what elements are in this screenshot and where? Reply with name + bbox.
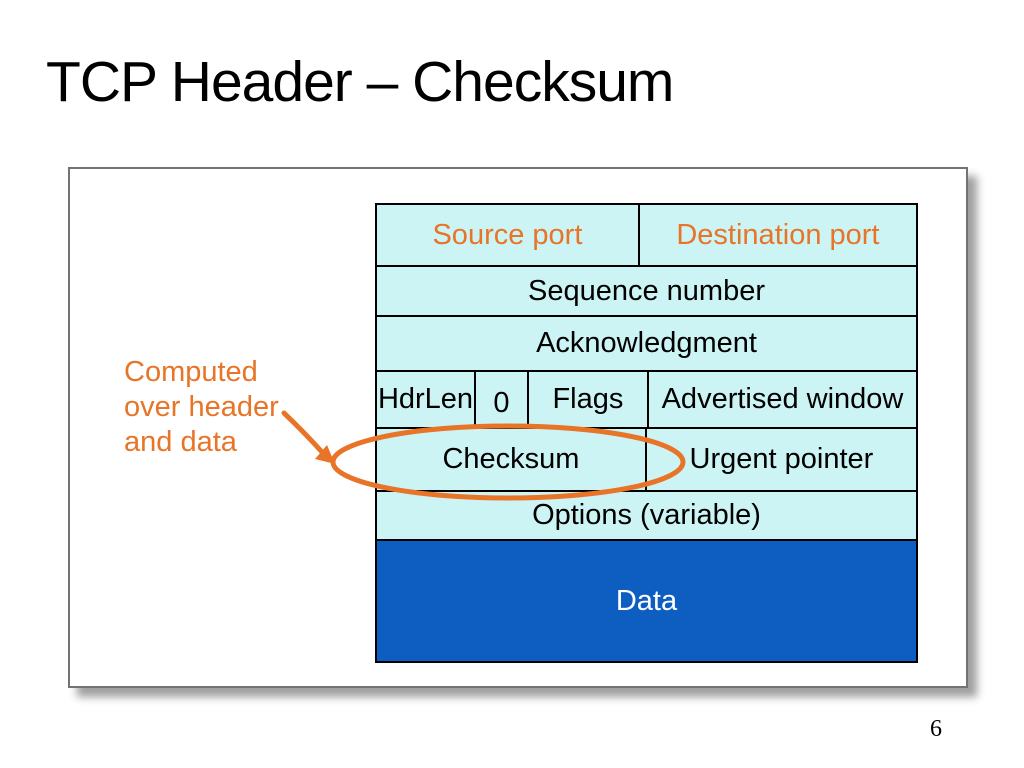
field-urgent-pointer: Urgent pointer [644,429,916,490]
field-flags: Flags [526,372,647,427]
field-data: Data [615,584,678,617]
table-row: Source port Destination port [377,205,916,265]
field-zero: 0 [474,372,527,427]
page-number: 6 [930,716,942,742]
field-checksum: Checksum [442,443,580,475]
field-options: Options (variable) [532,499,761,531]
annotation-line-3: and data [124,426,237,458]
field-source-port: Source port [432,218,583,251]
tcp-header-diagram: Source port Destination port Sequence nu… [375,203,918,663]
field-acknowledgment: Acknowledgment [536,327,757,359]
table-row: Acknowledgment [377,315,916,370]
field-sequence-number: Sequence number [528,274,765,307]
page-title: TCP Header – Checksum [46,50,674,114]
field-destination-port: Destination port [637,205,916,265]
annotation-line-2: over header [124,391,279,423]
table-row: HdrLen 0 Flags Advertised window [377,370,916,427]
table-row: Checksum Urgent pointer [377,427,916,490]
field-advertised-window: Advertised window [647,372,916,427]
table-row: Sequence number [377,265,916,315]
field-hdrlen: HdrLen [377,383,474,415]
table-row: Data [377,539,916,661]
annotation-note: Computed over header and data [124,355,279,460]
annotation-line-1: Computed [124,356,258,388]
table-row: Options (variable) [377,490,916,539]
